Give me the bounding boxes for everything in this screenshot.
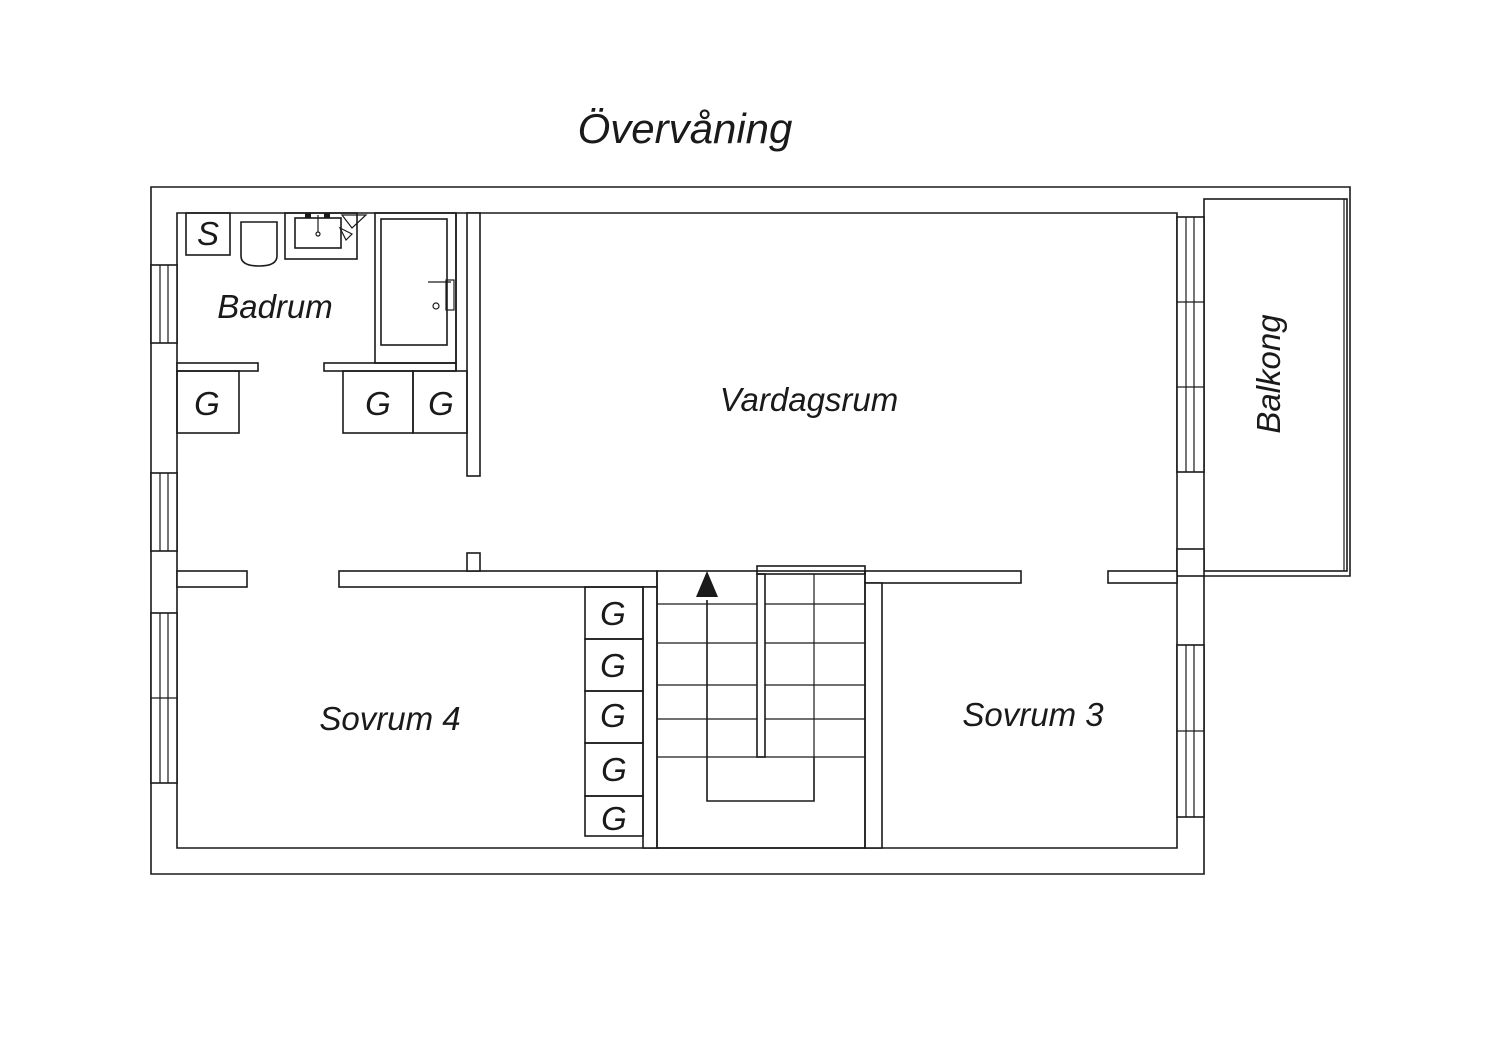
wardrobe-label: G xyxy=(600,647,626,684)
wardrobe-label: G xyxy=(600,595,626,632)
wardrobe-label: G xyxy=(600,697,626,734)
wardrobe-label: G xyxy=(194,385,220,422)
wardrobe xyxy=(176,370,240,434)
shower-icon xyxy=(374,212,457,364)
floor-title: Övervåning xyxy=(578,105,793,152)
washer-box xyxy=(185,212,231,256)
wardrobe-label: G xyxy=(601,800,627,837)
balcony-door xyxy=(1176,548,1205,577)
room-label-vardagsrum: Vardagsrum xyxy=(720,381,899,418)
right-windows xyxy=(1176,216,1205,818)
staircase xyxy=(656,565,866,849)
room-label-badrum: Badrum xyxy=(217,288,333,325)
wardrobe xyxy=(584,795,644,837)
bathroom-fixtures: S xyxy=(185,212,457,364)
stair-arrow-icon xyxy=(696,571,718,597)
left-windows xyxy=(150,264,178,784)
room-label-sovrum-4: Sovrum 4 xyxy=(319,700,460,737)
wardrobe xyxy=(412,370,468,434)
room-label-balkong: Balkong xyxy=(1250,314,1287,434)
wardrobe-label: G xyxy=(428,385,454,422)
sink-icon xyxy=(284,212,358,260)
toilet-icon xyxy=(240,221,278,267)
interior-walls xyxy=(176,212,1178,849)
room-label-sovrum-3: Sovrum 3 xyxy=(962,696,1104,733)
wardrobe-label: G xyxy=(365,385,391,422)
wardrobes: G G G G G G G G xyxy=(176,370,644,837)
shower-head-icon xyxy=(338,214,368,242)
washer-label: S xyxy=(197,215,219,252)
wardrobe-label: G xyxy=(601,751,627,788)
